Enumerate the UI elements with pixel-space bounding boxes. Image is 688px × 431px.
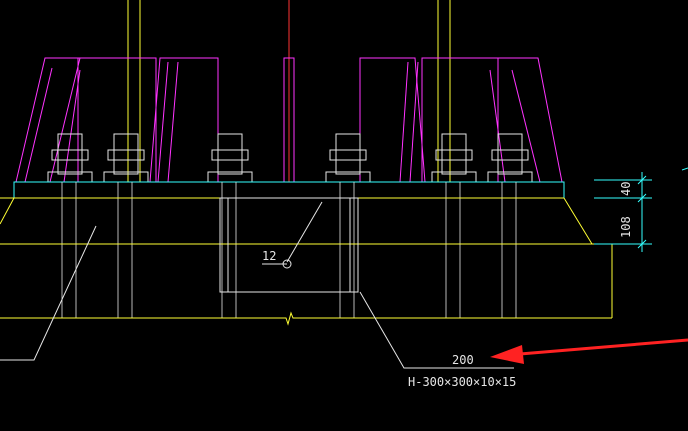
left-stiffener-plates [15,57,219,183]
red-annotation-arrow [490,338,688,364]
section-label: H-300×300×10×15 [408,375,516,389]
label-200: 200 [452,353,474,367]
leader-lines [0,201,514,369]
column-centerlines [127,0,451,182]
dimension-text-40: 40 [619,182,633,196]
label-12: 12 [262,249,276,263]
dimension-text-108: 108 [619,216,633,238]
dimension-lines [594,167,688,252]
leader-marker [282,259,292,269]
anchor-rods [61,182,517,318]
embedded-h-section [219,197,359,293]
